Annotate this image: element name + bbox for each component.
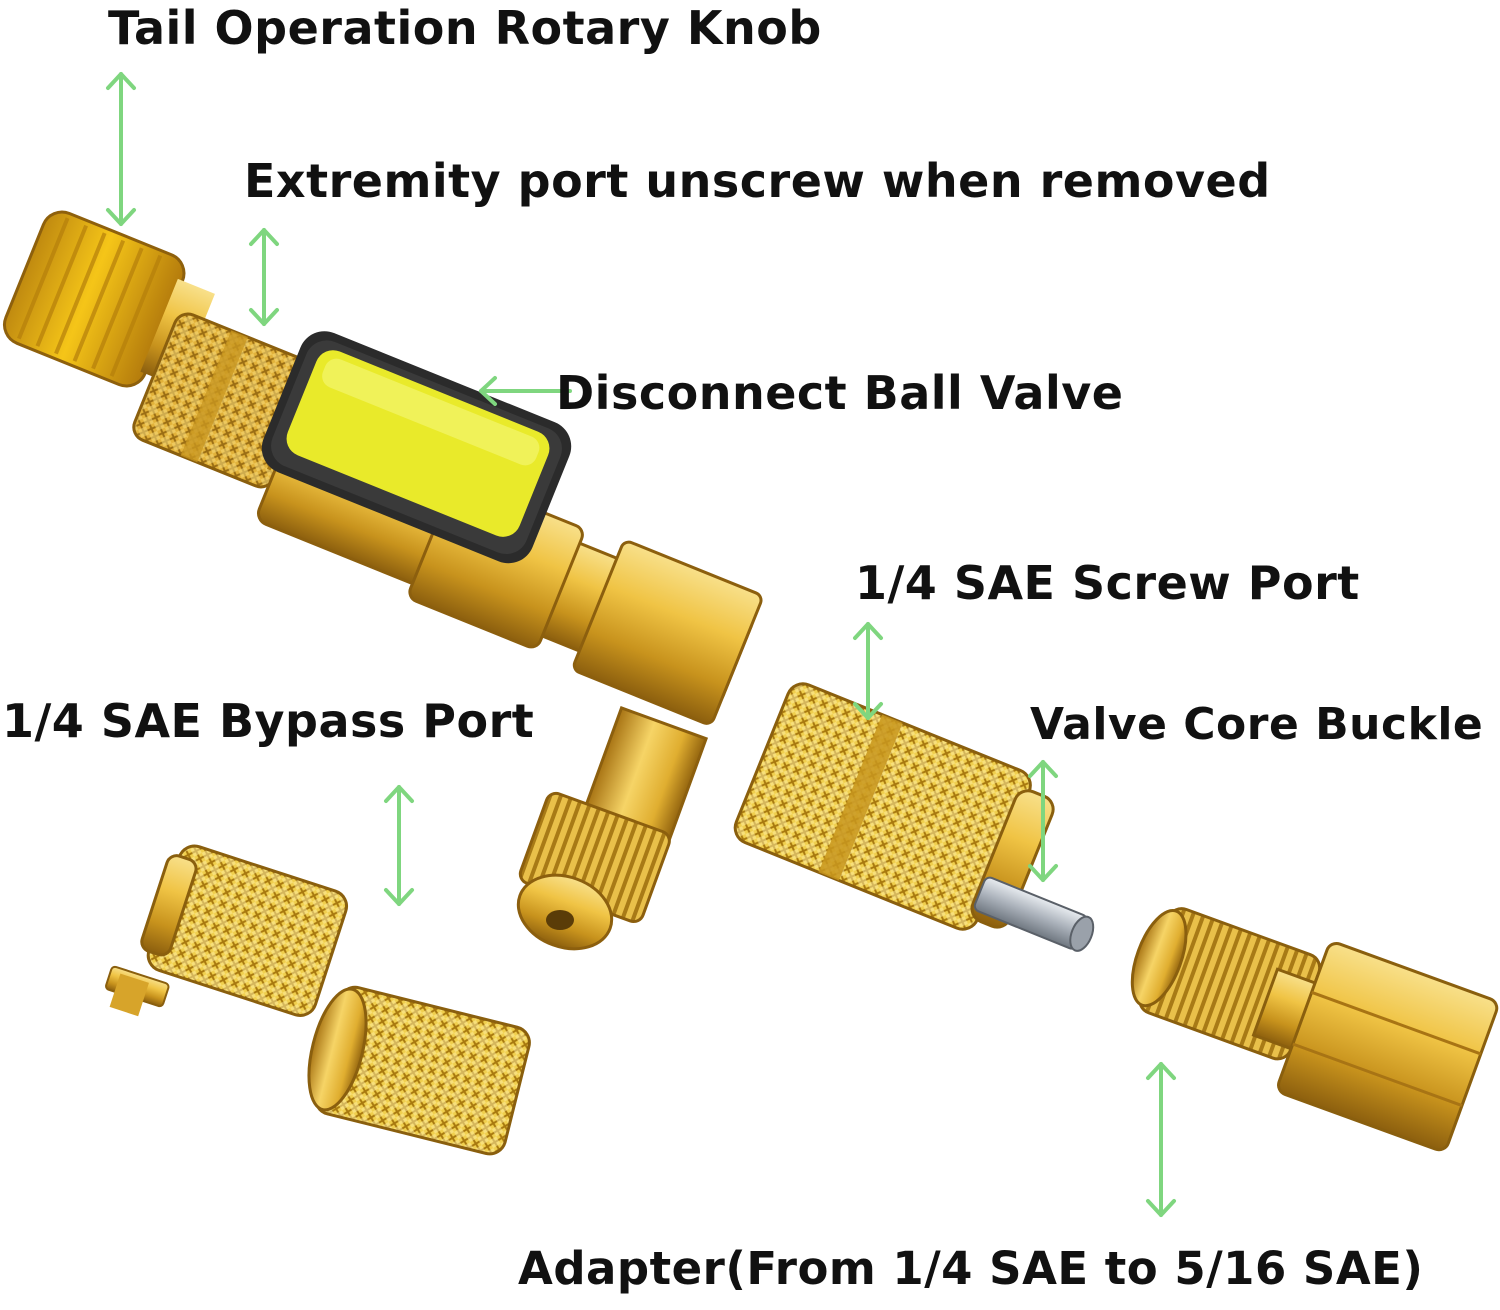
label-tail-knob: Tail Operation Rotary Knob <box>108 1 822 55</box>
valve-core-tool <box>2 210 1095 952</box>
valve-core-pin <box>973 876 1095 952</box>
arrow-bypass-port <box>384 785 414 906</box>
arrow-ball-valve <box>479 376 572 406</box>
arrow-extremity-port <box>249 228 279 326</box>
bypass-cap-with-pin <box>105 844 349 1017</box>
label-extremity-port: Extremity port unscrew when removed <box>244 154 1271 208</box>
arrow-tail-knob <box>106 72 136 226</box>
label-core-buckle: Valve Core Buckle <box>1030 699 1484 750</box>
annotation-arrows <box>106 72 1176 1217</box>
arrow-screw-port <box>853 622 883 720</box>
knurled-cap <box>307 985 531 1156</box>
bypass-side-port <box>516 706 709 951</box>
ball-valve-handle <box>261 331 572 564</box>
label-ball-valve: Disconnect Ball Valve <box>556 366 1124 420</box>
sae-adapter <box>1130 907 1499 1152</box>
arrow-core-buckle <box>1028 760 1058 882</box>
arrow-adapter <box>1146 1062 1176 1217</box>
label-adapter: Adapter(From 1/4 SAE to 5/16 SAE) <box>518 1242 1424 1295</box>
label-screw-port: 1/4 SAE Screw Port <box>855 556 1360 610</box>
label-bypass-port: 1/4 SAE Bypass Port <box>2 694 535 748</box>
